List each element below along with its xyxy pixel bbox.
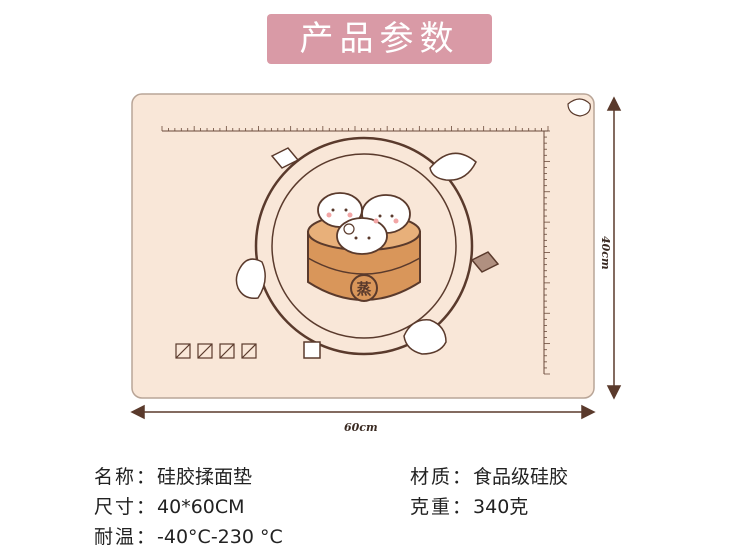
dumpling-top-right-icon xyxy=(429,152,477,181)
bun-blush xyxy=(326,212,399,224)
ruler-side-ticks xyxy=(544,130,550,375)
spec-name-key: 名称： xyxy=(94,466,158,488)
title-banner: 产品参数 xyxy=(267,14,492,64)
dumpling-left-icon xyxy=(235,258,266,300)
care-icon-1 xyxy=(175,343,191,359)
spec-size: 尺寸：40*60CM xyxy=(94,492,245,519)
width-label: 60cm xyxy=(344,421,378,434)
snack-right-icon xyxy=(470,251,500,273)
snack-top-left-icon xyxy=(270,147,300,169)
spec-size-key: 尺寸： xyxy=(94,496,158,518)
care-icon-3 xyxy=(219,343,235,359)
spec-temperature: 耐温：-40°C-230 °C xyxy=(94,522,283,549)
spec-name-value: 硅胶揉面垫 xyxy=(157,466,253,488)
spec-name: 名称：硅胶揉面垫 xyxy=(94,462,252,489)
height-arrow xyxy=(606,96,622,400)
dumpling-bottom-right-icon xyxy=(403,319,447,355)
dumpling-buns-icon xyxy=(317,192,411,255)
bun-faces xyxy=(331,208,394,240)
care-icon-2 xyxy=(197,343,213,359)
spec-temperature-value: -40°C-230 °C xyxy=(157,526,283,548)
corner-dumpling-icon xyxy=(567,98,591,117)
flower-garnish-icon xyxy=(343,223,355,235)
spec-weight-key: 克重： xyxy=(410,496,474,518)
width-arrow xyxy=(130,404,596,420)
care-icons xyxy=(175,343,257,359)
spec-weight-value: 340克 xyxy=(473,496,529,518)
spec-weight: 克重：340克 xyxy=(410,492,528,519)
ruler-top-ticks xyxy=(161,126,549,131)
banner-title: 产品参数 xyxy=(299,19,460,59)
measuring-circle xyxy=(254,136,474,356)
spec-size-value: 40*60CM xyxy=(157,496,245,518)
spec-temperature-key: 耐温： xyxy=(94,526,158,548)
snack-bottom-left-icon xyxy=(303,341,321,359)
steamer-badge-text: 蒸 xyxy=(356,280,371,298)
spec-material-value: 食品级硅胶 xyxy=(473,466,569,488)
spec-material-key: 材质： xyxy=(410,466,474,488)
care-icon-4 xyxy=(241,343,257,359)
measuring-circle-inner xyxy=(271,153,457,339)
spec-material: 材质：食品级硅胶 xyxy=(410,462,568,489)
